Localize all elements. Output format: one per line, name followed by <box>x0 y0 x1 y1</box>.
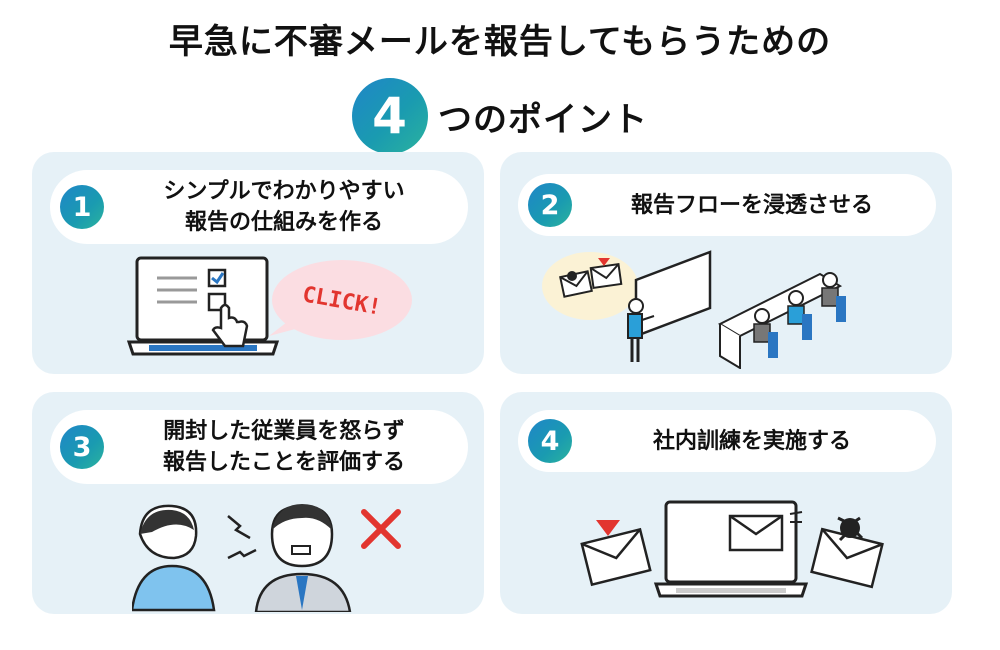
subtitle-text: つのポイント <box>438 99 648 140</box>
presenter-icon <box>627 298 655 362</box>
point-heading-3: 3 開封した従業員を怒らず 報告したことを評価する <box>50 410 468 484</box>
mail-bubble-icon <box>542 252 638 320</box>
point-heading-1: 1 シンプルでわかりやすい 報告の仕組みを作る <box>50 170 468 244</box>
point-text-1a: シンプルでわかりやすい <box>163 179 405 204</box>
point-number-4: 4 <box>528 419 572 463</box>
laptop-icon <box>127 256 280 356</box>
point-number-3: 3 <box>60 425 104 469</box>
attendees-icon <box>753 272 846 358</box>
click-bubble-icon: CLICK! <box>269 260 412 340</box>
page-subtitle: 4 つのポイント <box>0 78 1000 154</box>
point-text-2a: 報告フローを浸透させる <box>630 192 873 218</box>
praise-illustration <box>132 504 401 612</box>
laptop-click-illustration: CLICK! <box>127 256 412 356</box>
training-illustration <box>580 500 884 598</box>
pointer-hand-icon <box>211 303 249 348</box>
whiteboard-icon <box>634 250 712 338</box>
employee-icon <box>132 504 216 612</box>
point-number-1: 1 <box>60 185 104 229</box>
training-session-illustration <box>542 250 846 369</box>
point-text-3a: 開封した従業員を怒らず <box>163 419 405 444</box>
zigzag-icon <box>227 515 257 560</box>
point-text-1b: 報告の仕組みを作る <box>184 210 383 235</box>
suspicious-mail-icon <box>810 516 884 589</box>
point-card-2: 2 報告フローを浸透させる <box>500 152 952 374</box>
red-cross-icon <box>361 509 401 549</box>
point-text-3b: 報告したことを評価する <box>162 450 405 475</box>
point-text-4a: 社内訓練を実施する <box>652 428 851 454</box>
point-card-1: 1 シンプルでわかりやすい 報告の仕組みを作る CLICK! <box>32 152 484 374</box>
laptop-icon <box>653 500 809 598</box>
page-title: 早急に不審メールを報告してもらうための <box>168 22 832 62</box>
point-heading-4: 4 社内訓練を実施する <box>518 410 936 472</box>
point-card-3: 3 開封した従業員を怒らず 報告したことを評価する <box>32 392 484 614</box>
manager-icon <box>254 504 352 612</box>
desks-icon <box>717 272 843 369</box>
point-number-2: 2 <box>528 183 572 227</box>
reported-mail-icon <box>580 520 652 587</box>
point-card-4: 4 社内訓練を実施する <box>500 392 952 614</box>
point-heading-2: 2 報告フローを浸透させる <box>518 174 936 236</box>
count-badge: 4 <box>352 78 428 154</box>
